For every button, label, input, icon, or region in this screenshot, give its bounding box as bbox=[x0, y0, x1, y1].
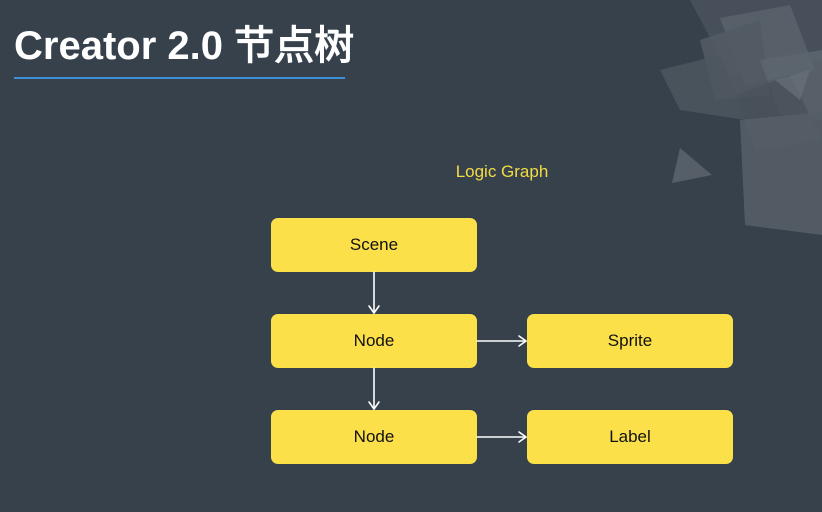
arrow-node-to-sprite bbox=[476, 335, 527, 347]
label-node-label: Label bbox=[609, 427, 651, 446]
node-box-1-label: Node bbox=[353, 331, 395, 350]
node-box-2: Node bbox=[271, 410, 477, 464]
sprite-node: Sprite bbox=[527, 314, 733, 368]
arrow-node-to-node bbox=[368, 367, 380, 410]
node-box-1: Node bbox=[271, 314, 477, 368]
scene-node-label: Scene bbox=[349, 235, 399, 254]
sprite-node-label: Sprite bbox=[607, 331, 653, 350]
diagram-caption: Logic Graph bbox=[455, 162, 549, 181]
arrow-node-to-label bbox=[476, 431, 527, 443]
slide-title: Creator 2.0 节点树 bbox=[14, 24, 355, 68]
scene-node: Scene bbox=[271, 218, 477, 272]
arrow-scene-to-node bbox=[368, 271, 380, 314]
label-node: Label bbox=[527, 410, 733, 464]
title-underline bbox=[14, 77, 345, 79]
node-box-2-label: Node bbox=[353, 427, 395, 446]
